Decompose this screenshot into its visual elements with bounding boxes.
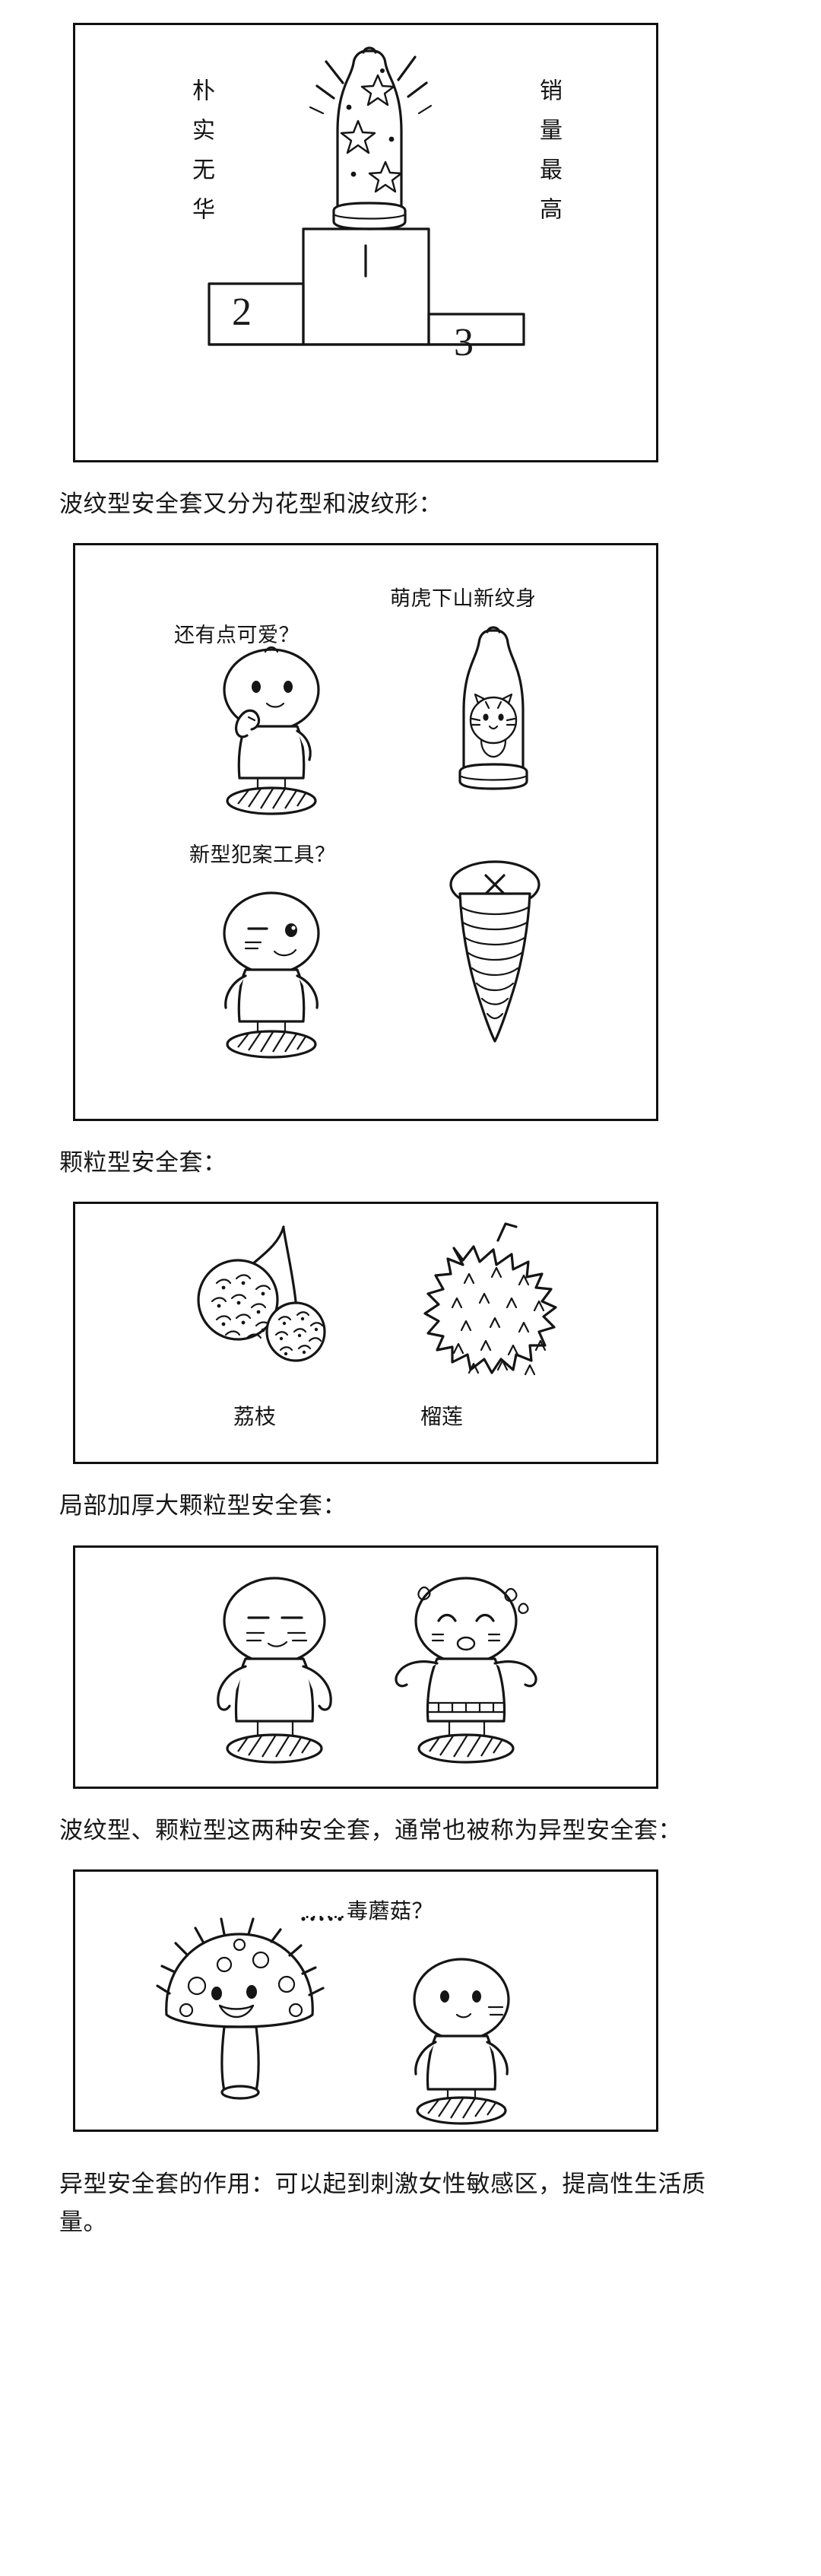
caption-granular: 颗粒型安全套： [59,1149,227,1177]
panel-odd-shaped: ……毒蘑菇？ [73,1869,658,2132]
caption-block-5: 异型安全套的作用：可以起到刺激女性敏感区，提高性生活质量。 [0,2132,821,2261]
panel5-label-poison-mushroom: ……毒蘑菇？ [303,1898,434,1923]
panel2-label-tiger-tattoo: 萌虎下山新纹身 [390,587,537,611]
fruit-label-durian: 榴莲 [420,1405,464,1429]
article-page: 朴实无华 销量最高 [0,0,821,2284]
panel4-illustration [217,1577,537,1764]
caption-block-1: 波纹型安全套又分为花型和波纹形： [0,462,821,543]
caption-thickened: 局部加厚大颗粒型安全套： [59,1492,347,1520]
bottom-spacer [0,2261,821,2284]
panel2-label-crime-tool: 新型犯案工具？ [189,843,336,867]
panel2-label-cute: 还有点可爱？ [174,624,300,647]
panel-granular-type: 荔枝 榴莲 [73,1202,658,1465]
caption-block-4: 波纹型、颗粒型这两种安全套，通常也被称为异型安全套： [0,1789,821,1869]
caption-odd-shaped: 波纹型、颗粒型这两种安全套，通常也被称为异型安全套： [59,1816,682,1844]
panel1-illustration [208,46,525,346]
panel1-left-vertical-text: 朴实无华 [189,78,214,237]
caption-ripple-intro: 波纹型安全套又分为花型和波纹形： [59,491,442,517]
panel1-right-vertical-text: 销量最高 [536,78,561,237]
panel-ripple-type: 还有点可爱？ 萌虎下山新纹身 新型犯案工具？ [73,543,658,1122]
panel-thickened-type [73,1545,658,1789]
panel5-illustration [156,1917,510,2125]
caption-block-2: 颗粒型安全套： [0,1121,821,1202]
podium-number-3: 3 [454,321,474,364]
panel-podium: 朴实无华 销量最高 [73,23,658,462]
caption-effect: 异型安全套的作用：可以起到刺激女性敏感区，提高性生活质量。 [59,2170,706,2236]
fruit-label-lychee: 荔枝 [233,1405,277,1429]
panel2-illustration [223,626,540,1059]
caption-block-3: 局部加厚大颗粒型安全套： [0,1464,821,1545]
panel3-illustration [197,1222,557,1376]
podium-number-2: 2 [232,291,252,334]
top-spacer [0,0,821,23]
